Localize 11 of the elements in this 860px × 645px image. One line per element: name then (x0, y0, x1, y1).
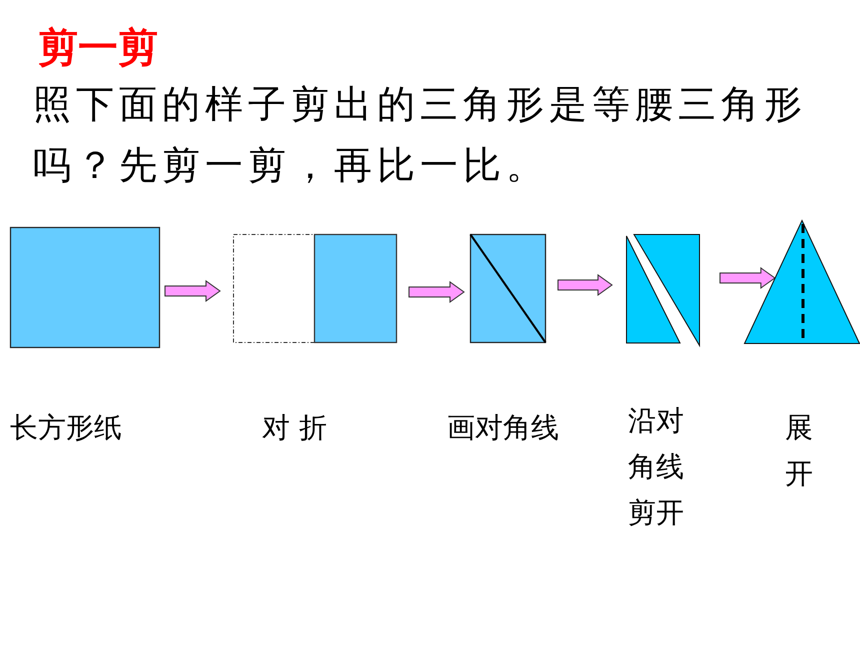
step-caption: 对 折 (262, 410, 328, 446)
block-arrow (558, 274, 613, 296)
step-caption: 沿对角线剪开 (628, 403, 685, 531)
block-arrow (720, 267, 776, 289)
step-caption: 画对角线 (447, 410, 560, 446)
instruction-text: 照下面的样子剪出的三角形是等腰三角形吗？先剪一剪，再比一比。 (33, 81, 808, 189)
step-caption: 展开 (785, 410, 814, 492)
title: 剪一剪 (38, 24, 158, 73)
step-caption: 长方形纸 (10, 410, 123, 446)
block-arrow (408, 281, 465, 303)
block-arrow (164, 280, 221, 302)
